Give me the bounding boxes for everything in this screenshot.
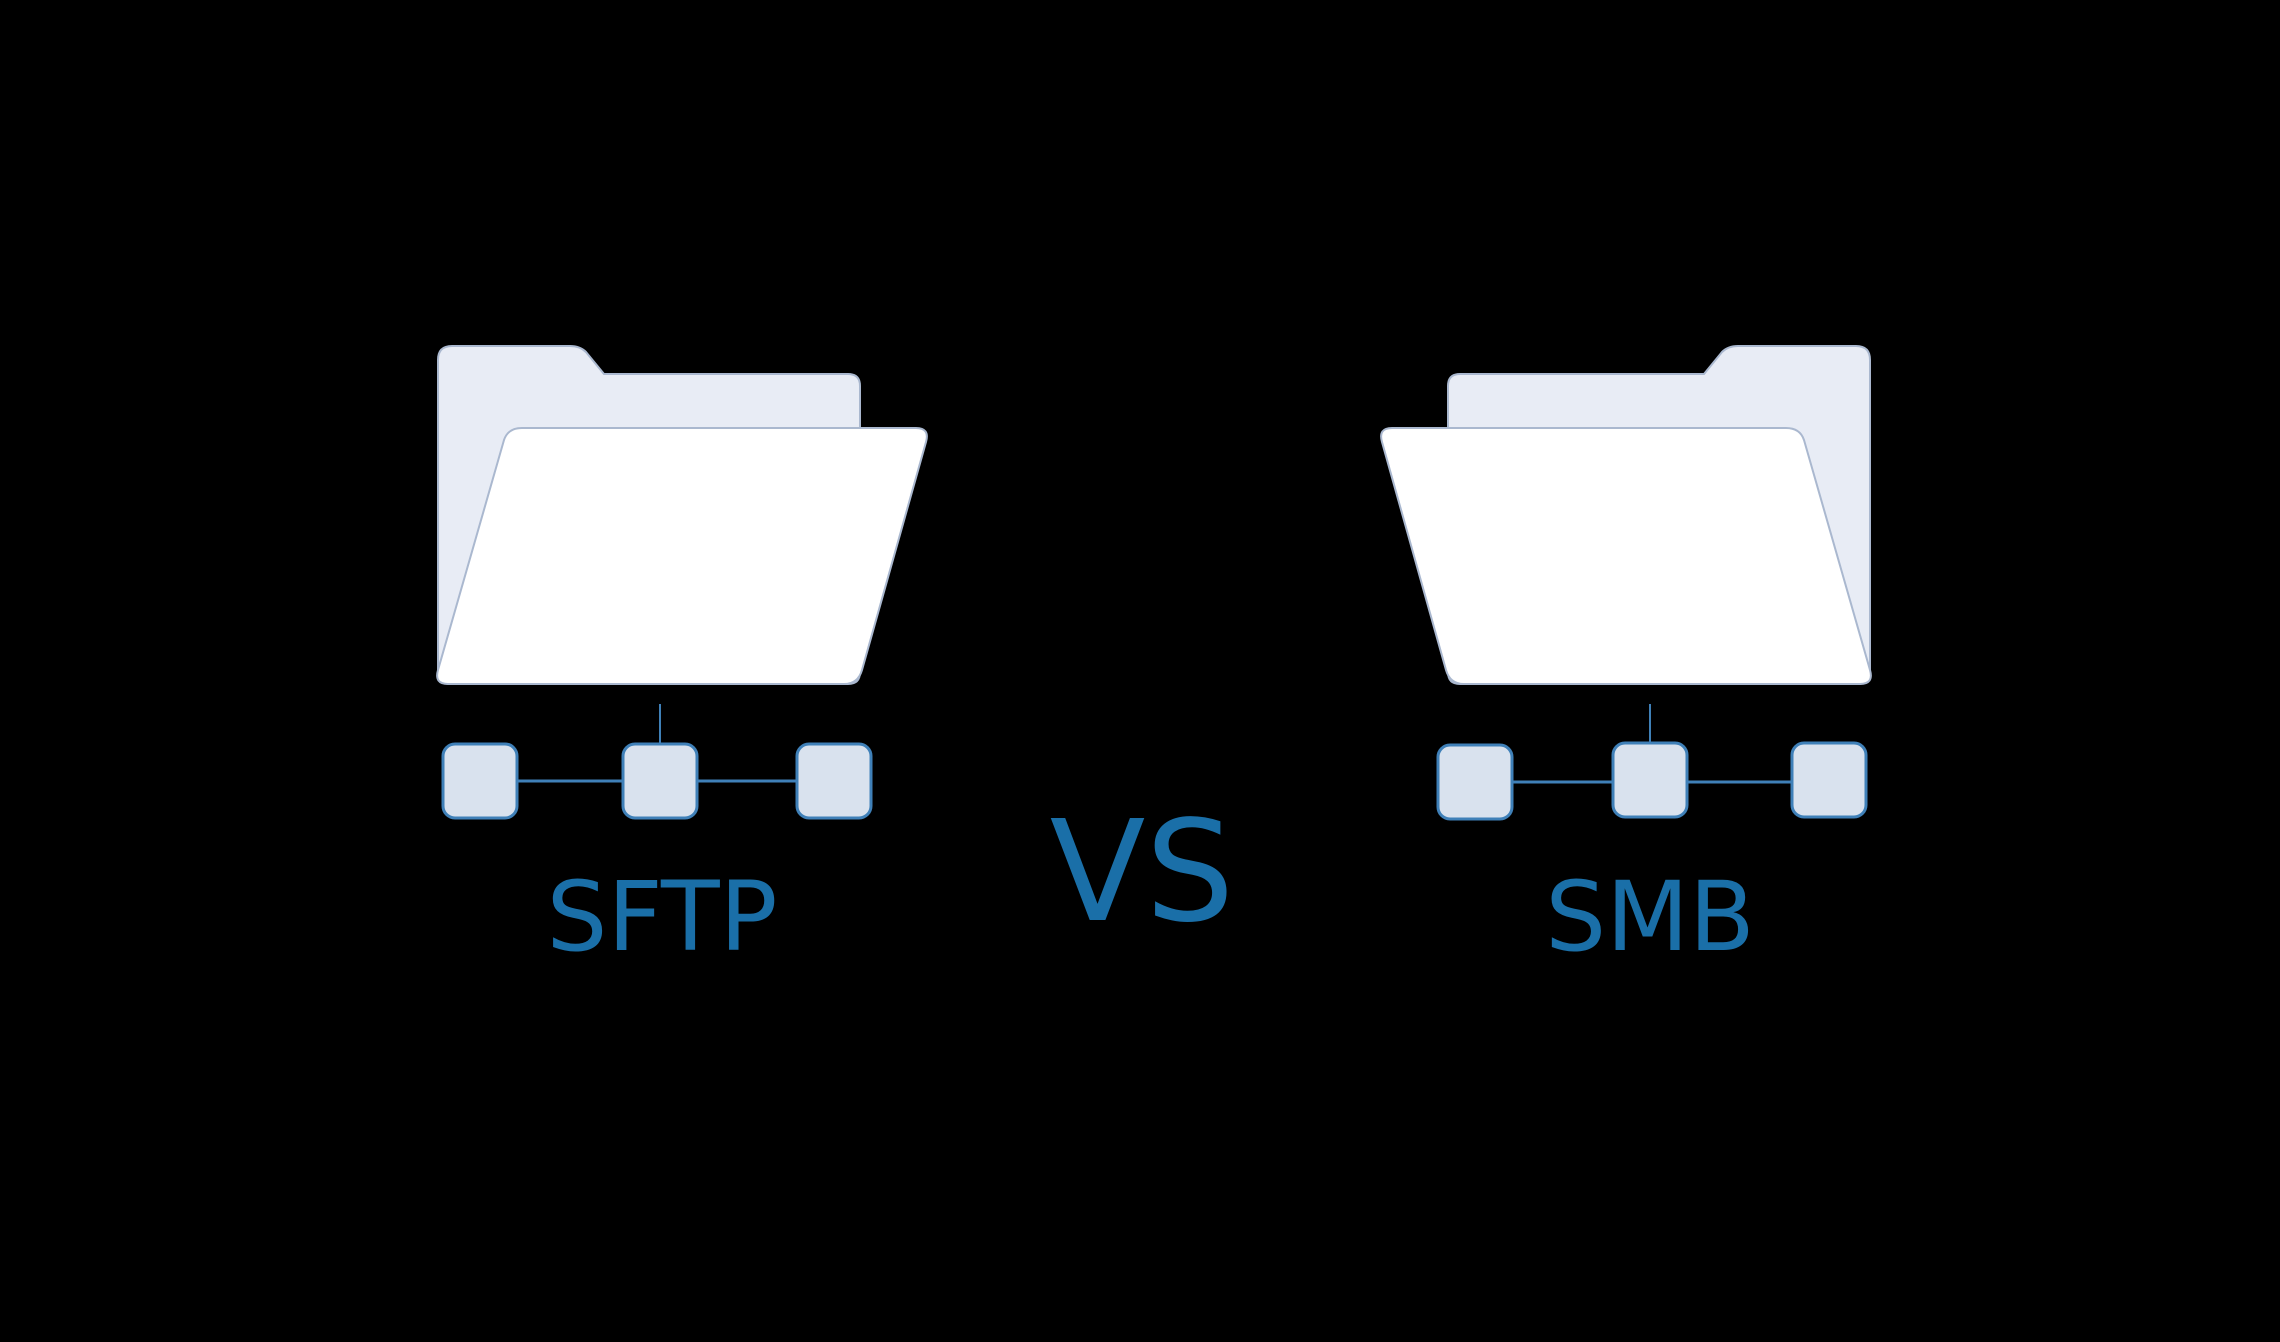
sftp-folder-icon <box>436 345 928 685</box>
sftp-label: SFTP <box>547 861 778 973</box>
smb-folder-icon <box>1380 345 1872 685</box>
vs-label: VS <box>1050 791 1235 954</box>
smb-group: SMB <box>1380 345 1872 973</box>
sftp-network-icon <box>441 704 873 820</box>
smb-network-icon <box>1436 704 1868 821</box>
smb-node-center <box>1611 741 1689 819</box>
smb-label: SMB <box>1545 861 1755 973</box>
smb-node-left <box>1436 743 1514 821</box>
sftp-node-left <box>441 742 519 820</box>
sftp-folder-front <box>436 427 928 685</box>
sftp-node-right <box>795 742 873 820</box>
sftp-group: SFTP <box>436 345 928 973</box>
sftp-node-center <box>621 742 699 820</box>
smb-node-right <box>1790 741 1868 819</box>
smb-folder-front <box>1380 427 1872 685</box>
